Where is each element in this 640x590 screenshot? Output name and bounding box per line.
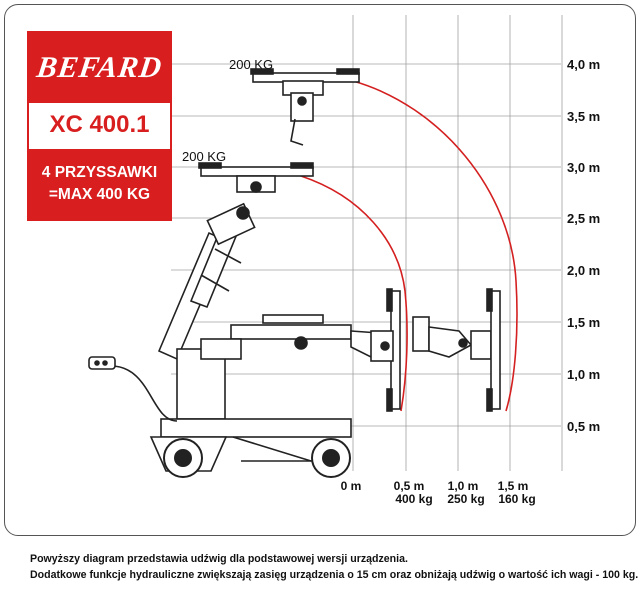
power-cable	[88, 356, 178, 422]
footnote-line-1: Powyższy diagram przedstawia udźwig dla …	[30, 553, 408, 565]
reach-load-0-5: 400 kg	[395, 492, 432, 506]
reach-distance-0-5: 0,5 m	[394, 479, 425, 493]
top-suction-frame	[250, 68, 360, 146]
vertical-suction-frame-0-5	[370, 288, 401, 412]
horizontal-arm	[230, 314, 391, 358]
height-label-2-0: 2,0 m	[567, 263, 600, 278]
footnote-line-2: Dodatkowe funkcje hydrauliczne zwiększaj…	[30, 569, 639, 581]
middle-suction-frame	[198, 162, 314, 193]
capacity-badge: 4 PRZYSSAWKI =MAX 400 KG	[29, 149, 170, 219]
height-label-1-0: 1,0 m	[567, 367, 600, 382]
brand-name: BEFARD	[34, 51, 165, 84]
brand-box: BEFARD XC 400.1 4 PRZYSSAWKI =MAX 400 KG	[27, 31, 172, 221]
height-label-0-5: 0,5 m	[567, 419, 600, 434]
reach-distance-1-0: 1,0 m	[448, 479, 479, 493]
reach-arcs	[300, 80, 518, 412]
height-label-1-5: 1,5 m	[567, 315, 600, 330]
reach-load-1-0: 250 kg	[447, 492, 484, 506]
height-label-4-0: 4,0 m	[567, 57, 600, 72]
reach-distance-1-5: 1,5 m	[498, 479, 529, 493]
reach-arc-outer	[352, 80, 518, 412]
capacity-line-1: 4 PRZYSSAWKI	[41, 164, 158, 181]
reach-load-1-5: 160 kg	[498, 492, 535, 506]
height-labels: 4,0 m 3,5 m 3,0 m 2,5 m 2,0 m 1,5 m 1,0 …	[567, 57, 600, 434]
load-label-middle: 200 KG	[182, 149, 226, 164]
reach-arc-inner	[300, 175, 408, 412]
reach-origin-label: 0 m	[341, 479, 362, 493]
height-label-3-0: 3,0 m	[567, 160, 600, 175]
lifting-diagram: 4,0 m 3,5 m 3,0 m 2,5 m 2,0 m 1,5 m 1,0 …	[88, 15, 600, 506]
height-label-3-5: 3,5 m	[567, 109, 600, 124]
height-label-2-5: 2,5 m	[567, 211, 600, 226]
diagram-frame: 4,0 m 3,5 m 3,0 m 2,5 m 2,0 m 1,5 m 1,0 …	[4, 4, 636, 536]
wheels	[163, 438, 351, 478]
extended-arm	[412, 316, 492, 360]
boom	[157, 202, 256, 361]
reach-labels: 0 m 0,5 m 400 kg 1,0 m 250 kg 1,5 m 160 …	[341, 479, 536, 506]
vertical-suction-frame-1-5	[486, 288, 501, 412]
brand-logo: BEFARD	[29, 33, 170, 103]
model-label: XC 400.1	[49, 111, 150, 138]
capacity-line-2: =MAX 400 KG	[48, 186, 151, 203]
